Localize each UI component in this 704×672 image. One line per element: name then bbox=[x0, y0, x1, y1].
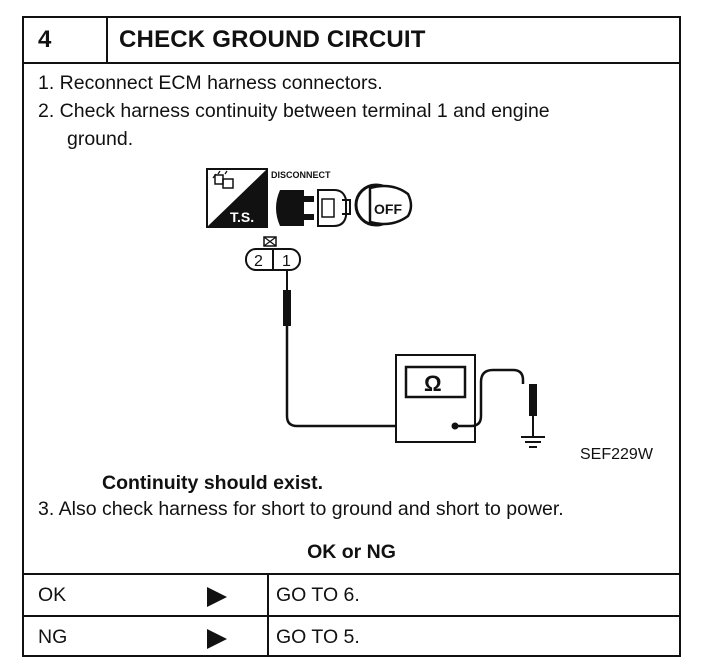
expected-result: Continuity should exist. bbox=[102, 472, 324, 494]
ts-icon: T.S. bbox=[206, 168, 268, 228]
procedure-header: 4 CHECK GROUND CIRCUIT bbox=[24, 18, 679, 64]
table-divider-middle bbox=[24, 615, 679, 617]
ignition-off-icon: OFF bbox=[354, 183, 413, 227]
disconnect-icon: DISCONNECT bbox=[271, 170, 351, 227]
step-1-text: 1. Reconnect ECM harness connectors. bbox=[38, 72, 383, 94]
arrow-right-icon bbox=[207, 587, 227, 607]
terminal-probe bbox=[283, 270, 410, 430]
step-3-text: 3. Also check harness for short to groun… bbox=[38, 498, 564, 520]
terminal-1-label: 1 bbox=[282, 253, 291, 270]
disconnect-label: DISCONNECT bbox=[271, 170, 331, 180]
result-action: GO TO 6. bbox=[276, 584, 360, 606]
result-action: GO TO 5. bbox=[276, 626, 360, 648]
ohm-symbol: Ω bbox=[424, 371, 442, 396]
arrow-right-icon bbox=[207, 629, 227, 649]
result-label: OK bbox=[38, 584, 67, 606]
continuity-test-diagram: T.S. DISCONNECT OFF 2 1 bbox=[206, 168, 654, 463]
step-2-text: 2. Check harness continuity between term… bbox=[38, 100, 550, 122]
table-column-divider bbox=[267, 573, 269, 657]
step-number: 4 bbox=[24, 18, 108, 62]
off-label: OFF bbox=[374, 201, 402, 217]
ohmmeter: Ω bbox=[395, 354, 476, 443]
ground-icon bbox=[521, 436, 545, 448]
result-header: OK or NG bbox=[307, 541, 396, 563]
harness-connector: 2 1 bbox=[245, 236, 301, 271]
ground-probe bbox=[455, 368, 537, 436]
procedure-frame: 4 CHECK GROUND CIRCUIT 1. Reconnect ECM … bbox=[22, 16, 681, 657]
result-label: NG bbox=[38, 626, 68, 648]
table-divider-top bbox=[24, 573, 679, 575]
figure-code: SEF229W bbox=[580, 446, 654, 463]
terminal-2-label: 2 bbox=[254, 253, 263, 270]
ts-label: T.S. bbox=[230, 209, 254, 225]
procedure-title: CHECK GROUND CIRCUIT bbox=[119, 26, 426, 53]
step-2-text-continued: ground. bbox=[67, 128, 134, 150]
